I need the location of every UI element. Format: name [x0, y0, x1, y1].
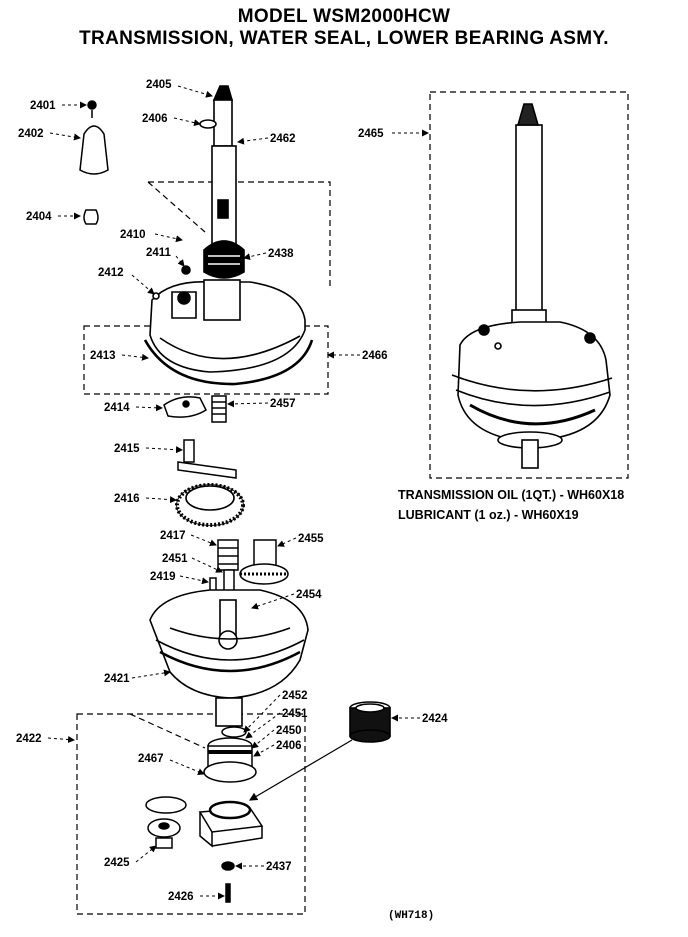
water-seal-drawing	[349, 701, 391, 743]
gear-case-drawing	[149, 589, 309, 727]
part-label-2405: 2405	[146, 79, 172, 91]
model-title: MODEL WSM2000HCW	[237, 6, 451, 27]
leader-lines	[47, 85, 429, 900]
part-label-2438: 2438	[268, 248, 294, 260]
part-label-2419: 2419	[150, 571, 176, 583]
part-label-2406-low: 2406	[276, 740, 302, 752]
dashed-box-2465	[429, 91, 629, 479]
part-label-2416: 2416	[114, 493, 140, 505]
large-gear-drawing	[175, 483, 245, 527]
left-small-parts-drawing	[79, 100, 109, 225]
part-label-2424: 2424	[422, 713, 448, 725]
part-label-2450: 2450	[276, 725, 302, 737]
part-label-2452: 2452	[282, 690, 308, 702]
figure-code: (WH718)	[388, 910, 435, 922]
lubricant-note: LUBRICANT (1 oz.) - WH60X19	[398, 508, 579, 522]
cam-and-pinion-drawing	[163, 395, 227, 423]
part-label-2437: 2437	[266, 861, 292, 873]
part-label-2410: 2410	[120, 229, 146, 241]
lower-bearing-drawing	[145, 726, 264, 903]
dashed-box-2422	[76, 713, 306, 915]
part-label-2422: 2422	[16, 733, 42, 745]
part-label-2411: 2411	[146, 247, 172, 259]
part-label-2425: 2425	[104, 857, 130, 869]
part-label-2451-mid: 2451	[162, 553, 188, 565]
dashed-box-2410	[148, 181, 331, 288]
part-label-2454: 2454	[296, 589, 322, 601]
part-label-2451-low: 2451	[282, 708, 308, 720]
part-number-labels: 2401 2402 2404 2405 2406 2462 2465 2410 …	[16, 79, 448, 903]
transmission-oil-note: TRANSMISSION OIL (1QT.) - WH60X18	[398, 488, 625, 502]
part-label-2402: 2402	[18, 128, 44, 140]
part-label-2465: 2465	[358, 128, 384, 140]
part-label-2455: 2455	[298, 533, 324, 545]
seal-install-arrow	[248, 739, 353, 801]
part-label-2457: 2457	[270, 398, 296, 410]
part-label-2466: 2466	[362, 350, 388, 362]
part-label-2413: 2413	[90, 350, 116, 362]
part-label-2426: 2426	[168, 891, 194, 903]
upper-housing-drawing	[143, 265, 314, 386]
dashed-boxes	[76, 91, 629, 915]
part-label-2401: 2401	[30, 100, 56, 112]
assembled-transmission-drawing	[451, 103, 613, 469]
part-label-2467: 2467	[138, 753, 164, 765]
part-label-2414: 2414	[104, 402, 130, 414]
part-label-2421: 2421	[104, 673, 130, 685]
part-label-2417: 2417	[160, 530, 186, 542]
part-label-2406-top: 2406	[142, 113, 168, 125]
part-label-2462: 2462	[270, 133, 296, 145]
main-shaft-drawing	[199, 85, 245, 279]
pin-and-link-drawing	[177, 439, 237, 479]
part-label-2415: 2415	[114, 443, 140, 455]
part-label-2404: 2404	[26, 211, 52, 223]
part-label-2412: 2412	[98, 267, 124, 279]
diagram-subtitle: TRANSMISSION, WATER SEAL, LOWER BEARING …	[79, 28, 609, 49]
